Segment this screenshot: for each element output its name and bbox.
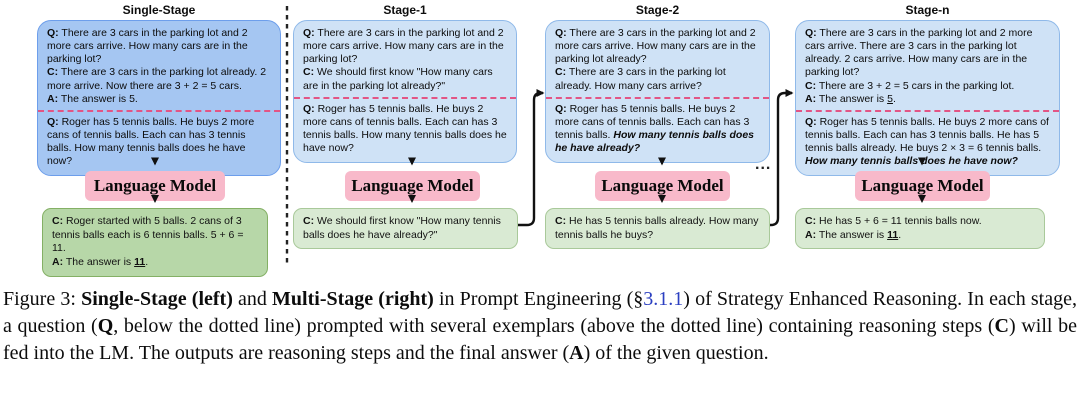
language-model-box: Language Model: [595, 171, 730, 201]
text-segment: C:: [555, 215, 567, 227]
text-segment: Figure 3:: [3, 288, 82, 310]
text-segment: Q:: [555, 27, 567, 39]
text-segment: A: [569, 342, 584, 365]
text-segment: The answer is: [816, 228, 888, 241]
dashed-separator: [38, 109, 280, 112]
question-text: Q: Roger has 5 tennis balls. He buys 2 m…: [805, 116, 1050, 169]
text-segment: Q:: [47, 115, 59, 128]
exemplar-text: Q: There are 3 cars in the parking lot a…: [805, 27, 1050, 106]
text-segment: .: [145, 255, 149, 268]
text-segment: Q:: [303, 27, 315, 39]
text-segment: There are 3 cars in the parking lot alre…: [47, 66, 267, 92]
panel-title: Stage-2: [635, 3, 680, 17]
question-text: Q: Roger has 5 tennis balls. He buys 2 m…: [555, 103, 760, 156]
text-segment: He has 5 tennis balls already. How many …: [555, 215, 759, 241]
text-segment: .: [892, 92, 896, 105]
exemplar-text: Q: There are 3 cars in the parking lot a…: [555, 27, 760, 93]
text-segment: Q:: [555, 102, 567, 115]
stage1-to-stage2-connector-arrow: [518, 89, 545, 227]
text-segment: and: [232, 288, 273, 310]
stages-ellipsis: ...: [755, 156, 772, 173]
text-segment: C:: [303, 66, 315, 79]
text-segment: There are 3 cars in the parking lot and …: [555, 27, 756, 66]
output-box: C: Roger started with 5 balls. 2 cans of…: [42, 208, 268, 277]
panel-single-stage: Single-Stage Q: There are 3 cars in the …: [37, 3, 281, 277]
prompt-box: Q: There are 3 cars in the parking lot a…: [293, 20, 517, 164]
output-box: C: He has 5 + 6 = 11 tennis balls now.A:…: [795, 208, 1045, 250]
panel-title: Stage-n: [905, 3, 950, 17]
text-segment: Roger has 5 tennis balls. He buys 2 more…: [555, 102, 750, 141]
language-model-box: Language Model: [345, 171, 480, 201]
output-box: C: We should first know "How many tennis…: [293, 208, 518, 250]
text-segment: Roger has 5 tennis balls. He buys 2 more…: [303, 102, 507, 154]
text-segment: Roger has 5 tennis balls. He buys 2 more…: [47, 115, 255, 168]
text-segment: ) will be fed into the LM. The outputs a…: [3, 315, 1077, 365]
text-segment: A:: [47, 92, 59, 105]
text-segment: ) of the given question.: [583, 342, 769, 365]
text-segment: A:: [805, 228, 817, 241]
exemplar-text: Q: There are 3 cars in the parking lot a…: [303, 27, 507, 93]
text-segment: Q:: [303, 102, 315, 115]
text-segment: The answer is 5.: [58, 92, 138, 105]
output-box: C: He has 5 tennis balls already. How ma…: [545, 208, 770, 250]
text-segment: Q:: [805, 27, 817, 39]
text-segment: in Prompt Engineering (§: [433, 288, 644, 310]
text-segment: C:: [303, 215, 315, 227]
text-segment: How many tennis balls does he have alrea…: [555, 128, 754, 154]
text-segment: Single-Stage (left): [81, 288, 233, 310]
text-segment: We should first know "How many tennis ba…: [303, 215, 501, 241]
dashed-separator: [294, 96, 516, 99]
text-segment: Q: [97, 315, 114, 338]
text-segment: C:: [805, 215, 817, 227]
panel-title: Stage-1: [383, 3, 427, 17]
prompt-box: Q: There are 3 cars in the parking lot a…: [37, 20, 281, 177]
text-segment: , below the dotted line) prompted with s…: [113, 315, 995, 338]
dashed-separator: [546, 96, 769, 99]
question-text: Q: Roger has 5 tennis balls. He buys 2 m…: [47, 116, 271, 169]
text-segment: There are 3 cars in the parking lot and …: [805, 27, 1033, 79]
panel-stage-1: Stage-1 Q: There are 3 cars in the parki…: [293, 3, 518, 250]
dashed-separator: [796, 109, 1059, 112]
text-segment: C:: [47, 66, 59, 79]
question-text: Q: Roger has 5 tennis balls. He buys 2 m…: [303, 103, 507, 156]
panel-title: Single-Stage: [122, 3, 196, 17]
panel-stage-n: Stage-n Q: There are 3 cars in the parki…: [795, 3, 1060, 250]
text-segment: There are 3 cars in the parking lot alre…: [555, 66, 726, 92]
stage2-to-stagen-connector-arrow: [770, 89, 794, 227]
text-segment: C:: [555, 66, 567, 79]
text-segment: Q:: [805, 115, 817, 128]
text-segment: .: [898, 228, 902, 241]
text-segment: C:: [52, 215, 64, 227]
text-segment: We should first know "How many cars are …: [303, 66, 493, 92]
language-model-box: Language Model: [855, 171, 990, 201]
text-segment: Multi-Stage (right): [272, 288, 434, 310]
text-segment: Q:: [47, 27, 59, 39]
figure-caption: Figure 3: Single-Stage (left) and Multi-…: [3, 286, 1077, 368]
text-segment: Roger has 5 tennis balls. He buys 2 more…: [805, 115, 1049, 154]
text-segment: Roger started with 5 balls. 2 cans of 3 …: [52, 215, 244, 255]
figure-3-diagram: Single-Stage Q: There are 3 cars in the …: [37, 3, 1060, 277]
panel-stage-2: Stage-2 Q: There are 3 cars in the parki…: [545, 3, 770, 250]
prompt-box: Q: There are 3 cars in the parking lot a…: [545, 20, 770, 164]
section-ref-link[interactable]: 3.1.1: [643, 288, 684, 310]
text-segment: 11: [887, 228, 899, 241]
prompt-box: Q: There are 3 cars in the parking lot a…: [795, 20, 1060, 177]
text-segment: A:: [805, 92, 817, 105]
text-segment: There are 3 cars in the parking lot and …: [303, 27, 504, 66]
text-segment: 11: [134, 255, 146, 268]
text-segment: ) of Strategy Enhanced Reasoning. In eac…: [3, 288, 1077, 338]
text-segment: The answer is: [816, 92, 888, 105]
language-model-box: Language Model: [85, 171, 225, 201]
text-segment: There are 3 + 2 = 5 cars in the parking …: [816, 79, 1015, 92]
text-segment: There are 3 cars in the parking lot and …: [47, 27, 248, 66]
exemplar-text: Q: There are 3 cars in the parking lot a…: [47, 27, 271, 106]
text-segment: C: [994, 315, 1009, 338]
text-segment: The answer is: [63, 255, 135, 268]
text-segment: C:: [805, 79, 817, 92]
text-segment: A:: [52, 255, 64, 268]
text-segment: How many tennis balls does he have now?: [805, 155, 1018, 168]
text-segment: He has 5 + 6 = 11 tennis balls now.: [816, 215, 982, 227]
text-segment: 5: [887, 92, 893, 105]
